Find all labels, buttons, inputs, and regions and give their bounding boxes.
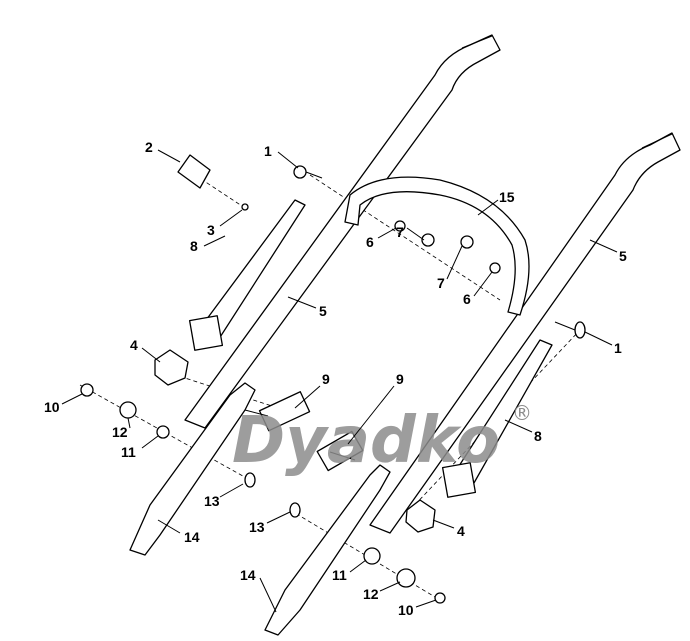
registered-mark: ® [512, 401, 532, 425]
left-knob [154, 349, 189, 386]
left-cable-guide [188, 199, 306, 351]
callout-label: 8 [534, 428, 542, 444]
left-lower-tube [129, 382, 256, 556]
callout-label: 6 [463, 291, 471, 307]
right-knob [405, 499, 436, 533]
callout-label: 14 [184, 529, 200, 545]
right-cable-guide [441, 339, 553, 498]
small-parts [80, 154, 586, 604]
right-handle-tube [369, 132, 681, 534]
callout-label: 1 [264, 143, 272, 159]
callout-label: 5 [619, 248, 627, 264]
callout-label: 10 [398, 602, 414, 618]
watermark-text: Dyadko [232, 404, 500, 478]
right-lower-tube [264, 464, 391, 636]
callout-label: 2 [145, 139, 153, 155]
callout-label: 11 [121, 444, 136, 460]
callout-label: 12 [112, 424, 128, 440]
callout-label: 14 [240, 567, 256, 583]
callout-label: 7 [396, 224, 404, 240]
callout-label: 4 [457, 523, 465, 539]
callouts: 1 2 3 8 5 6 7 15 5 7 6 1 4 10 12 11 9 9 … [44, 139, 627, 618]
callout-label: 10 [44, 399, 60, 415]
callout-label: 11 [332, 567, 347, 583]
callout-label: 13 [249, 519, 265, 535]
callout-label: 9 [322, 371, 330, 387]
callout-label: 12 [363, 586, 379, 602]
callout-label: 9 [396, 371, 404, 387]
callout-label: 1 [614, 340, 622, 356]
left-handle-tube [184, 34, 501, 429]
callout-label: 6 [366, 234, 374, 250]
callout-label: 8 [190, 238, 198, 254]
callout-label: 15 [499, 189, 515, 205]
callout-label: 5 [319, 303, 327, 319]
callout-label: 13 [204, 493, 220, 509]
callout-label: 7 [437, 275, 445, 291]
callout-label: 3 [207, 222, 215, 238]
watermark-logo: Dyadko ® [232, 401, 532, 478]
callout-label: 4 [130, 337, 138, 353]
